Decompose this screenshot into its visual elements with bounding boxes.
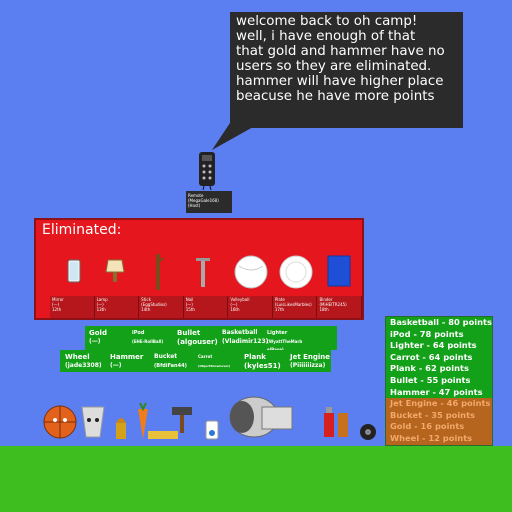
- contestant-user: (—): [110, 362, 122, 369]
- eliminated-item: Nail(—)15th: [183, 296, 229, 318]
- remote-character: [199, 152, 215, 190]
- eliminated-item: Binder(MiHEITR245)18th: [317, 296, 363, 318]
- bullet-icon: [116, 418, 126, 439]
- eliminated-item-name: Nail: [185, 297, 194, 302]
- plate-icon: [279, 255, 313, 289]
- contestant-user: (kyles51): [244, 362, 281, 370]
- contestant-row-2: Wheel(jade3308) Hammer(—) Bucket (BfdiFan44…: [60, 350, 331, 372]
- eliminated-item-user: (—): [52, 302, 60, 307]
- contestant-name: Hammer: [110, 353, 144, 361]
- carrot-icon: [138, 402, 148, 439]
- contestant-name: iPod: [132, 330, 145, 336]
- scoreboard-row: Jet Engine - 46 points: [386, 398, 492, 410]
- contestant-user: (Vladimir123): [222, 338, 269, 345]
- basketball-icon: [43, 405, 77, 439]
- scoreboard-row: Basketball - 80 points: [386, 317, 492, 329]
- eliminated-item-name: Stick: [141, 297, 151, 302]
- scoreboard-row: Wheel - 12 points: [386, 432, 492, 445]
- host-status: (Host): [188, 203, 201, 208]
- scoreboard-row: Lighter - 64 points: [386, 340, 492, 352]
- eliminated-item-place: 13th: [96, 307, 106, 312]
- host-name: Remote: [188, 193, 204, 198]
- scoreboard-row: Plank - 62 points: [386, 363, 492, 375]
- contestant-name: Carrot: [198, 354, 213, 359]
- contestant-user: (jade3308): [65, 362, 102, 369]
- eliminated-item-place: 17th: [274, 307, 285, 312]
- contestant-name: Wheel: [65, 353, 90, 361]
- eliminated-item-user: (EggStudios): [141, 302, 167, 307]
- eliminated-title: Eliminated:: [42, 222, 122, 238]
- lighter-icon: [324, 407, 334, 437]
- contestant-user: (Piiiiiiizza): [290, 362, 326, 369]
- eliminated-item-place: 18th: [319, 307, 329, 312]
- eliminated-item-user: (—): [96, 302, 104, 307]
- eliminated-item-place: 12th: [52, 307, 62, 312]
- jet-engine-icon: [229, 396, 293, 438]
- eliminated-item-name: Mirror: [52, 297, 64, 302]
- scoreboard-row: iPod - 78 points: [386, 328, 492, 341]
- contestant-name: Jet Engine: [290, 353, 331, 361]
- contestant-user: (—): [89, 338, 101, 345]
- contestant-name: Basketball: [222, 329, 258, 336]
- lamp-icon: [105, 259, 125, 282]
- eliminated-characters: [67, 254, 351, 290]
- eliminated-item: Volleyball(—)16th: [228, 296, 273, 318]
- eliminated-item: Mirror(—)12th: [50, 296, 95, 318]
- contestant-name: Gold: [89, 329, 107, 337]
- scoreboard-row: Bullet - 55 points: [386, 374, 492, 387]
- eliminated-item-user: (LuisLikesMarbles): [274, 302, 312, 307]
- eliminated-item-name: Lamp: [96, 297, 108, 302]
- eliminated-item: Lamp(—)13th: [94, 296, 140, 318]
- contestant-user: (EHE-RollBall): [132, 339, 164, 344]
- contestant-name: Plank: [244, 353, 266, 361]
- eliminated-item: Stick(EggStudios)14th: [139, 296, 184, 318]
- contestant-user: (BfdiFan44): [154, 363, 187, 369]
- eliminated-item-place: 14th: [141, 307, 151, 312]
- contestant-row-1: Gold(—) iPod (EHE-RollBall) Bullet(algouser…: [85, 326, 337, 352]
- speech-bubble: welcome back to oh camp! well, i have en…: [230, 12, 463, 128]
- plank-icon: [148, 431, 178, 439]
- eliminated-item-user: (MiHEITR245): [319, 302, 347, 307]
- scoreboard-row: Hammer - 47 points: [386, 386, 492, 399]
- eliminated-item-name: Volleyball: [230, 297, 250, 302]
- hammer-icon: [172, 407, 192, 433]
- binder-icon: [327, 255, 351, 287]
- scoreboard-row: Bucket - 35 points: [386, 409, 492, 422]
- eliminated-item-name: Binder: [319, 297, 333, 302]
- volleyball-icon: [234, 255, 268, 289]
- contestant-characters: [43, 396, 376, 440]
- eliminated-item: Plate(LuisLikesMarbles)17th: [272, 296, 318, 318]
- scoreboard-row: Carrot - 64 points: [386, 351, 492, 364]
- eliminated-item-user: (—): [185, 302, 193, 307]
- box-character-icon: [338, 413, 348, 437]
- mirror-icon: [67, 259, 81, 283]
- eliminated-item-place: 15th: [185, 307, 195, 312]
- ground: [0, 446, 512, 512]
- eliminated-item-place: 16th: [230, 307, 240, 312]
- stick-icon: [156, 254, 165, 290]
- ipod-icon: [205, 420, 219, 440]
- contestant-user: (algouser): [177, 338, 218, 346]
- eliminated-item-name: Plate: [274, 297, 285, 302]
- eliminated-item-user: (—): [230, 302, 238, 307]
- contestant-name: Bucket: [154, 353, 178, 360]
- bucket-icon: [81, 406, 105, 438]
- contestant-user: (ObjectShowLover): [198, 364, 231, 368]
- contestant-name: Bullet: [177, 329, 201, 337]
- contestant-user: (WyattTheMarb elBase): [267, 339, 303, 352]
- host-label: Remote (MegaGale168) (Host): [186, 191, 232, 213]
- nail-icon: [196, 258, 210, 287]
- host-user: (MegaGale168): [188, 198, 219, 203]
- wheel-icon: [360, 424, 376, 440]
- contestant-name: Lighter: [267, 330, 288, 336]
- scoreboard-row: Gold - 16 points: [386, 421, 492, 433]
